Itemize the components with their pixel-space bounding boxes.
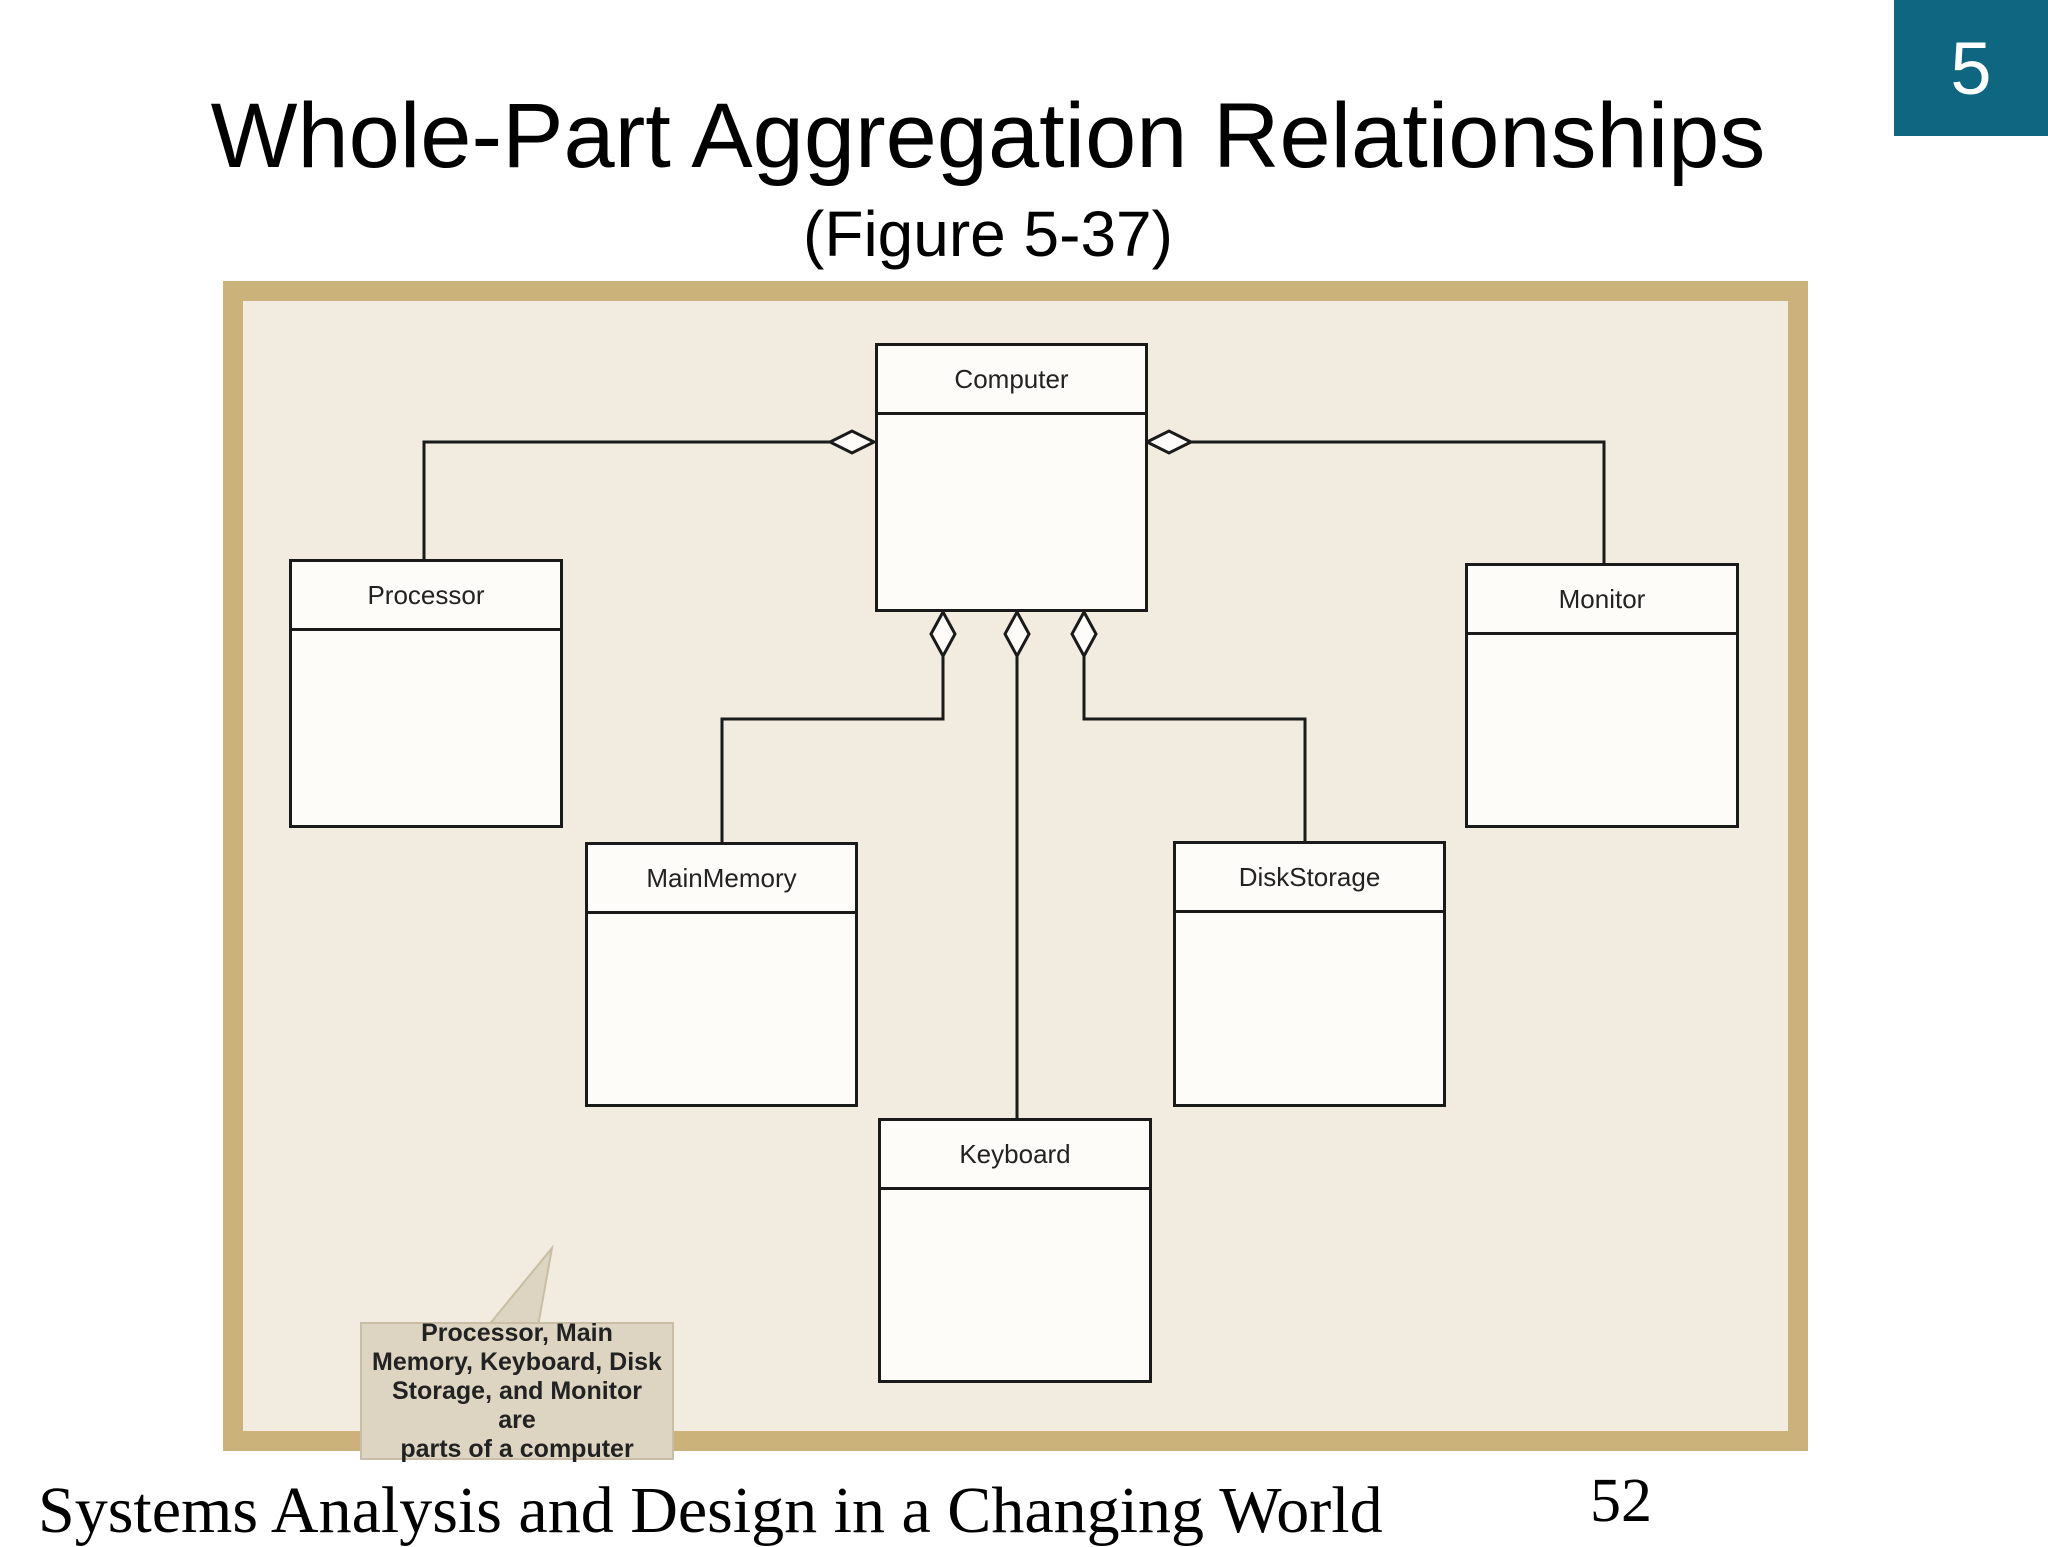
aggregation-diamond-keyboard: [1003, 608, 1031, 660]
connector-monitor: [1176, 440, 1606, 564]
callout-note: Processor, Main Memory, Keyboard, Disk S…: [360, 1319, 674, 1463]
class-monitor: Monitor: [1465, 563, 1739, 828]
class-name: Keyboard: [881, 1121, 1149, 1190]
aggregation-diamond-disk-storage: [1070, 608, 1098, 660]
class-main-memory: MainMemory: [585, 842, 858, 1107]
class-processor: Processor: [289, 559, 563, 828]
class-name: MainMemory: [588, 845, 855, 914]
class-name: Computer: [878, 346, 1145, 415]
figure-reference: (Figure 5-37): [803, 198, 1173, 270]
connector-processor: [422, 440, 830, 560]
class-disk-storage: DiskStorage: [1173, 841, 1446, 1107]
connector-disk-storage: [1082, 656, 1307, 843]
connector-main-memory: [720, 656, 945, 843]
class-name: Monitor: [1468, 566, 1736, 635]
class-name: Processor: [292, 562, 560, 631]
footer-book-title: Systems Analysis and Design in a Changin…: [38, 1474, 1383, 1547]
aggregation-diamond-monitor: [1143, 429, 1195, 455]
class-keyboard: Keyboard: [878, 1118, 1152, 1383]
aggregation-diamond-main-memory: [929, 608, 957, 660]
aggregation-diamond-processor: [826, 429, 878, 455]
callout-pointer: [485, 1244, 554, 1327]
slide-title: Whole-Part Aggregation Relationships: [210, 85, 1766, 187]
chapter-number-badge: 5: [1894, 0, 2048, 136]
class-computer: Computer: [875, 343, 1148, 612]
class-name: DiskStorage: [1176, 844, 1443, 913]
page-number: 52: [1590, 1467, 1652, 1535]
